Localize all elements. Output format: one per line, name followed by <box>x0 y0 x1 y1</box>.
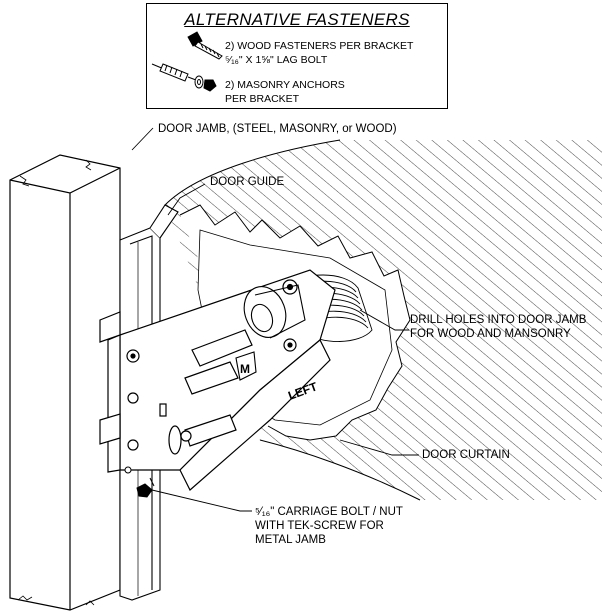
drill-holes-callout-line1: DRILL HOLES INTO DOOR JAMB <box>410 314 587 326</box>
drill-holes-callout-line2: FOR WOOD AND MANSONRY <box>410 328 571 340</box>
carriage-bolt-callout-line1: ⁵⁄₁₆" CARRIAGE BOLT / NUT <box>255 506 403 518</box>
masonry-per-bracket-label: PER BRACKET <box>225 93 300 105</box>
masonry-anchors-label: 2) MASONRY ANCHORS <box>225 79 345 91</box>
wood-fasteners-label: 2) WOOD FASTENERS PER BRACKET <box>225 40 414 52</box>
carriage-bolt-icon <box>124 466 155 498</box>
door-guide-callout: DOOR GUIDE <box>210 176 285 188</box>
door-curtain-callout: DOOR CURTAIN <box>422 449 510 461</box>
lag-bolt-size-label: ⁵⁄₁₆" X 1⅝" LAG BOLT <box>225 54 328 66</box>
alternative-fasteners-box: ALTERNATIVE FASTENERS 2) WOOD FASTENERS … <box>146 3 448 109</box>
door-jamb-callout: DOOR JAMB, (STEEL, MASONRY, or WOOD) <box>158 123 397 135</box>
warning-label-icon: M <box>235 351 257 381</box>
carriage-bolt-callout-line3: METAL JAMB <box>255 534 326 546</box>
lag-bolt-icon <box>187 31 223 60</box>
door-jamb <box>9 154 121 611</box>
carriage-bolt-callout-line2: WITH TEK-SCREW FOR <box>255 520 384 532</box>
alternative-fasteners-title: ALTERNATIVE FASTENERS <box>184 10 410 29</box>
callout-leaders <box>131 127 419 512</box>
masonry-anchor-icon <box>151 63 217 92</box>
svg-text:M: M <box>240 362 250 376</box>
shaft-hub <box>243 284 306 339</box>
